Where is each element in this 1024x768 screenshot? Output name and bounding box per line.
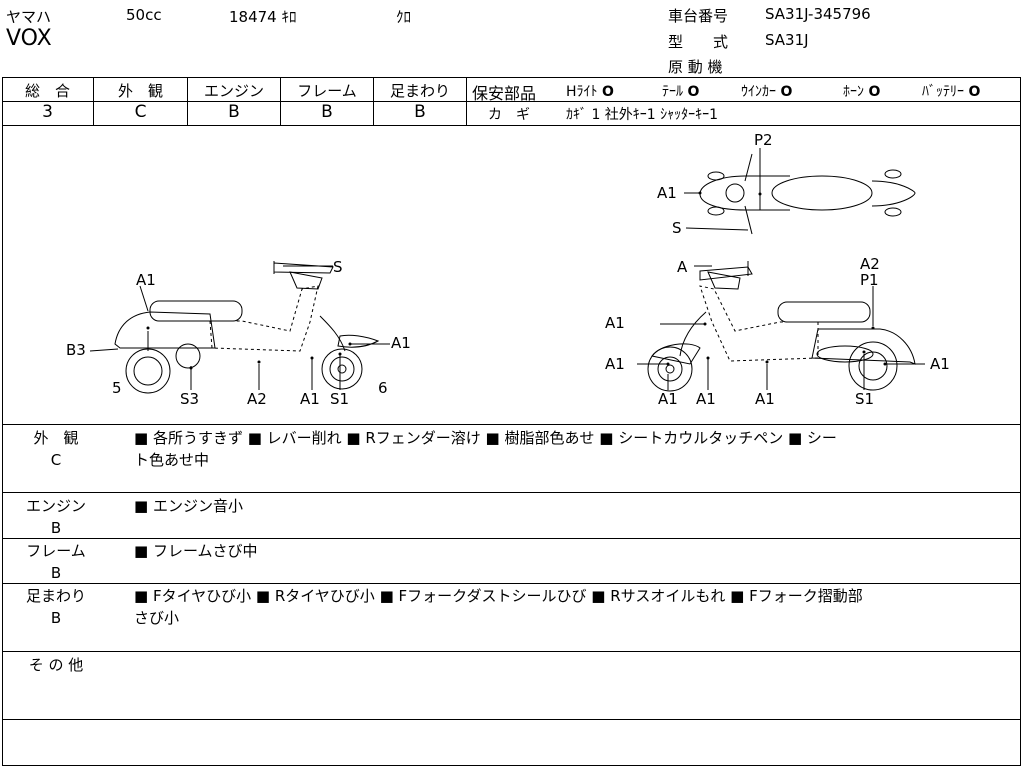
grade-value-exterior: C — [134, 102, 147, 122]
divider — [280, 77, 281, 125]
diagram-label: A1 — [657, 184, 677, 202]
safety-mark: O — [968, 84, 981, 100]
maker: ヤマハ — [6, 8, 52, 26]
note-text-suspension: ■ Fタイヤひび小 ■ Rタイヤひび小 ■ Fフォークダストシールひび ■ Rサ… — [134, 587, 863, 627]
diagram-label: P2 — [754, 131, 773, 149]
diagram-label: S1 — [330, 390, 349, 408]
divider — [2, 719, 1021, 720]
diagram-label: A2 — [247, 390, 267, 408]
diagram-label: S1 — [855, 390, 874, 408]
divider — [2, 492, 1021, 493]
diagram-label: S — [672, 219, 682, 237]
safety-headlight: Hﾗｲﾄ O — [566, 84, 614, 100]
model-name: VOX — [6, 26, 52, 51]
safety-mark: O — [601, 84, 614, 100]
diagram-label: 6 — [378, 379, 388, 397]
key-value: ｶｷﾞ 1 社外ｷｰ1 ｼｬｯﾀｰｷｰ1 — [566, 107, 719, 123]
scooter-left-drawing — [89, 261, 390, 394]
divider — [2, 101, 1021, 102]
note-text-exterior: ■ 各所うすきず ■ レバー削れ ■ Rフェンダー溶け ■ 樹脂部色あせ ■ シ… — [134, 429, 837, 469]
safety-mark: O — [780, 84, 793, 100]
diagram-label: A1 — [755, 390, 775, 408]
grade-label-suspension: 足まわり — [389, 82, 450, 100]
displacement: 50cc — [126, 6, 162, 24]
divider — [2, 424, 1021, 425]
diagram-label: A1 — [605, 314, 625, 332]
divider — [2, 583, 1021, 584]
note-text-engine: ■ エンジン音小 — [134, 497, 243, 515]
divider — [93, 77, 94, 125]
diagram-label: A2 — [860, 255, 880, 273]
safety-mark: O — [868, 84, 881, 100]
safety-mark: O — [687, 84, 700, 100]
engine-motor-label: 原 動 機 — [668, 58, 723, 76]
mileage: 18474 ｷﾛ — [229, 8, 297, 26]
diagram-label: A1 — [391, 334, 411, 352]
scooter-top-drawing — [684, 148, 916, 235]
sheet-frame — [2, 77, 1021, 766]
diagram-label: B3 — [66, 341, 86, 359]
scooter-right-drawing — [637, 261, 925, 392]
grade-label-engine: エンジン — [203, 82, 264, 100]
safety-winker: ｳｲﾝｶｰ O — [741, 84, 793, 100]
safety-tail: ﾃｰﾙ O — [662, 84, 700, 100]
grade-label-frame: フレーム — [297, 82, 357, 100]
safety-horn: ﾎｰﾝ O — [843, 84, 881, 100]
diagram-label: 5 — [112, 379, 122, 397]
divider — [373, 77, 374, 125]
type-label: 型 式 — [668, 33, 729, 51]
divider — [466, 77, 467, 125]
chassis-label: 車台番号 — [668, 7, 729, 25]
note-text-frame: ■ フレームさび中 — [134, 542, 258, 560]
safety-title: 保安部品 — [472, 84, 537, 103]
grade-value-frame: B — [321, 102, 333, 122]
safety-battery: ﾊﾞｯﾃﾘｰ O — [922, 84, 981, 100]
diagram-label: P1 — [860, 271, 879, 289]
diagram-label: A1 — [930, 355, 950, 373]
key-label: カ ギ — [488, 107, 530, 123]
diagram-label: A — [677, 258, 688, 276]
grade-value-overall: 3 — [42, 102, 53, 122]
diagram-label: A1 — [300, 390, 320, 408]
divider — [2, 538, 1021, 539]
grade-label-exterior: 外 観 — [117, 82, 163, 100]
divider — [2, 651, 1021, 652]
diagram-label: S3 — [180, 390, 199, 408]
note-category-other: そ の 他 — [28, 656, 84, 674]
diagram-label: A1 — [696, 390, 716, 408]
type-value: SA31J — [765, 31, 809, 49]
divider — [187, 77, 188, 125]
damage-diagram: A1 S B3 A1 5 6 S3 A2 A1 S1 A A2 P1 A1 A1… — [66, 131, 950, 408]
diagram-label: S — [333, 258, 343, 276]
diagram-label: A1 — [136, 271, 156, 289]
color: ｸﾛ — [396, 8, 412, 26]
grade-value-suspension: B — [414, 102, 426, 122]
grade-label-overall: 総 合 — [24, 82, 70, 100]
grade-value-engine: B — [228, 102, 240, 122]
chassis-value: SA31J-345796 — [765, 5, 871, 23]
diagram-label: A1 — [605, 355, 625, 373]
divider — [2, 125, 1021, 126]
diagram-label: A1 — [658, 390, 678, 408]
